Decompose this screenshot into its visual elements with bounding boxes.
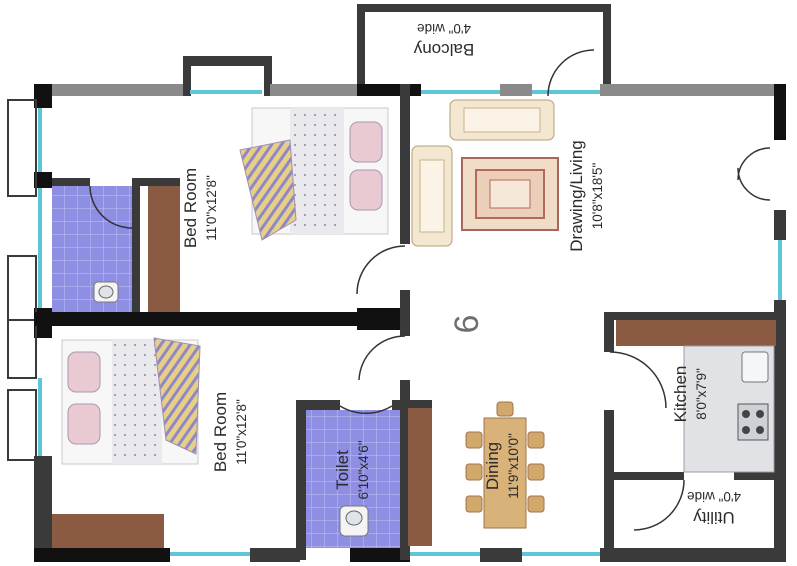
wc-icon bbox=[93, 281, 119, 303]
bed-icon bbox=[61, 337, 201, 465]
label-bedroom-bottom: Bed Room 11'0"x12'8" bbox=[211, 392, 249, 472]
label-utility: Utility 4'0" wide bbox=[687, 489, 741, 527]
room-size: 11'0"x12'8" bbox=[204, 175, 219, 241]
room-name: Bed Room bbox=[181, 168, 200, 248]
sink-icon bbox=[741, 351, 769, 383]
label-kitchen: Kitchen 8'0"x7'9" bbox=[671, 366, 709, 423]
door-swing-icon bbox=[737, 147, 771, 201]
label-dining: Dining 11'9"x10'0" bbox=[483, 433, 521, 499]
door-swing-icon bbox=[358, 335, 406, 381]
interior-walls bbox=[34, 84, 780, 560]
kitchen-counter bbox=[683, 345, 775, 473]
windows bbox=[38, 90, 782, 556]
label-drawing-living: Drawing/Living 10'8"x18'5" bbox=[567, 140, 605, 252]
rug-icon bbox=[461, 157, 559, 231]
room-name: Kitchen bbox=[671, 366, 690, 423]
bathroom-top bbox=[52, 185, 133, 312]
door-swing-icon bbox=[609, 351, 667, 409]
door-swing-icon bbox=[339, 405, 393, 415]
wardrobes bbox=[52, 186, 776, 548]
balcony bbox=[357, 4, 611, 84]
door-swing-icon bbox=[633, 479, 685, 531]
room-name: Dining bbox=[483, 442, 502, 490]
bed-icon bbox=[239, 107, 389, 241]
dining-table-icon bbox=[465, 401, 545, 529]
wc-icon bbox=[339, 505, 369, 537]
sofa-icon bbox=[449, 99, 555, 141]
room-name: Balcony bbox=[413, 40, 474, 59]
room-name: Utility bbox=[693, 508, 735, 527]
room-name: Drawing/Living bbox=[567, 140, 586, 252]
sofa-icon bbox=[411, 145, 453, 247]
room-name: Toilet bbox=[333, 450, 352, 490]
room-size: 4'0" wide bbox=[687, 489, 741, 504]
bathroom-bottom bbox=[306, 405, 400, 548]
door-swing-icon bbox=[356, 245, 406, 295]
door-swing-icon bbox=[89, 185, 133, 229]
door-swing-icon bbox=[547, 49, 595, 97]
room-name: Bed Room bbox=[211, 392, 230, 472]
room-size: 6'10"x4'6" bbox=[356, 440, 371, 499]
unit-number: 6 bbox=[448, 315, 486, 334]
room-size: 4'0" wide bbox=[417, 21, 471, 36]
room-size: 11'9"x10'0" bbox=[506, 433, 521, 499]
label-balcony: Balcony 4'0" wide bbox=[413, 21, 474, 59]
stove-icon bbox=[737, 403, 769, 441]
room-size: 8'0"x7'9" bbox=[694, 368, 709, 420]
label-toilet: Toilet 6'10"x4'6" bbox=[333, 440, 371, 499]
label-bedroom-top: Bed Room 11'0"x12'8" bbox=[181, 168, 219, 248]
room-size: 10'8"x18'5" bbox=[590, 163, 605, 230]
room-size: 11'0"x12'8" bbox=[234, 399, 249, 465]
